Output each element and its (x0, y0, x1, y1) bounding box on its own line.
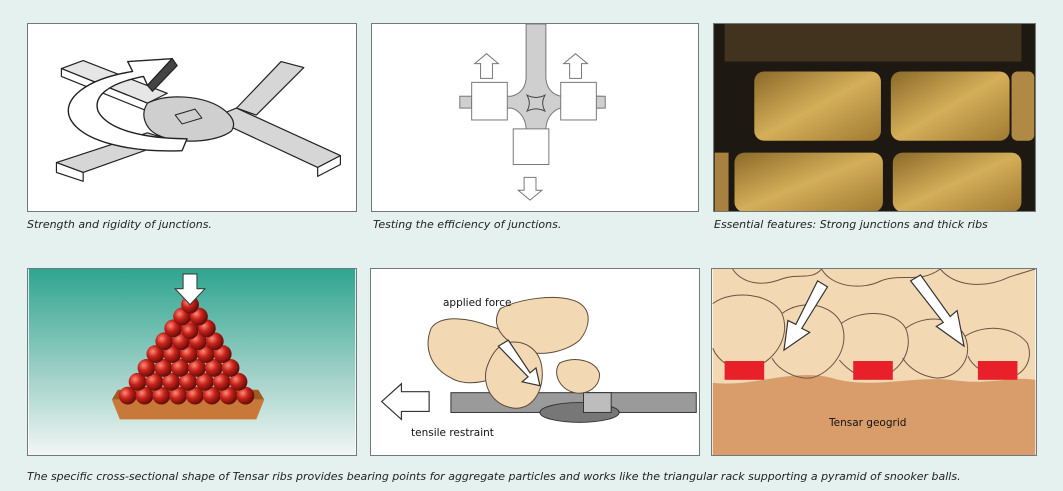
label-tensar-geogrid: Tensar geogrid (829, 417, 907, 429)
geogrid-illustration (712, 269, 1036, 455)
testing-illustration (459, 24, 606, 201)
left-arrow-icon (380, 382, 430, 421)
junction-strength-diagram (27, 23, 357, 212)
snooker-pyramid-image (28, 269, 356, 455)
applied-force-illustration (380, 296, 697, 423)
caption-essential-features: Essential features: Strong junctions and… (714, 218, 988, 231)
caption-junction-testing: Testing the efficiency of junctions. (373, 218, 562, 231)
label-applied-force: applied force (443, 297, 512, 309)
geogrid-photo-image (714, 24, 1035, 211)
label-tensile-restraint: tensile restraint (411, 427, 494, 439)
caption-junction-strength: Strength and rigidity of junctions. (27, 218, 212, 231)
caption-bottom: The specific cross-sectional shape of Te… (27, 470, 961, 483)
snooker-pyramid-photo (27, 268, 357, 456)
down-arrow-icon (174, 273, 207, 306)
junction-testing-diagram (371, 23, 699, 212)
geogrid-photo (713, 23, 1036, 212)
applied-force-diagram: applied force tensile restraint (370, 268, 700, 456)
junction-illustration (55, 57, 342, 182)
tensar-geogrid-diagram: Tensar geogrid (711, 268, 1037, 456)
